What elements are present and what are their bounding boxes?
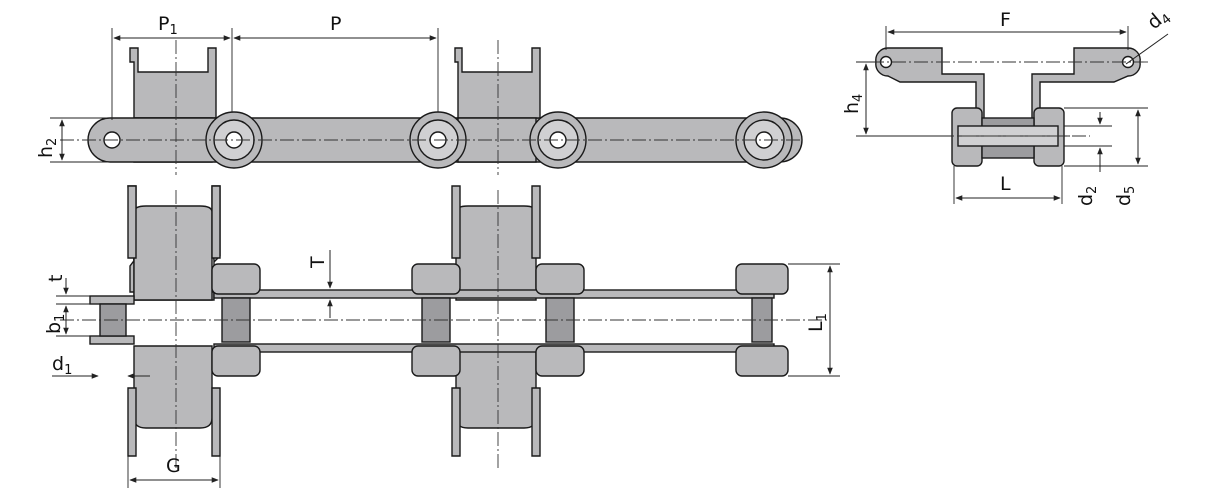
- plan-attachment-right: [451, 185, 541, 457]
- label-g: G: [166, 455, 181, 477]
- plan-stub-plate-top: [89, 295, 135, 305]
- plan-link-bar-bottom: [213, 343, 775, 353]
- label-l: L: [1000, 173, 1011, 195]
- label-l1: L1: [805, 313, 830, 332]
- plan-view: G T t b1 d1 L1: [43, 185, 840, 488]
- label-d2: d2: [1075, 186, 1100, 206]
- label-t-upper: T: [307, 256, 329, 269]
- side-view: P1 P h2: [35, 13, 803, 175]
- plan-link-bar-top: [213, 289, 775, 299]
- plan-roller-2: [411, 263, 461, 377]
- label-f: F: [1000, 9, 1011, 31]
- label-h2: h2: [35, 138, 60, 158]
- plan-roller-4: [735, 263, 789, 377]
- plan-attachment-left: [127, 185, 221, 457]
- label-d4: d4: [1143, 4, 1175, 36]
- label-t: t: [45, 275, 67, 282]
- label-d5: d5: [1113, 186, 1138, 206]
- label-d1: d1: [52, 353, 72, 378]
- plan-stub-plate-bottom: [89, 335, 135, 345]
- end-chain-body: [951, 107, 1070, 167]
- side-attachment-right: [454, 47, 541, 163]
- end-view: F d4 h4 L d2 d5: [841, 4, 1175, 206]
- label-b1: b1: [43, 314, 68, 334]
- label-p1: P1: [158, 13, 178, 38]
- label-h4: h4: [841, 94, 866, 114]
- label-p: P: [330, 13, 341, 35]
